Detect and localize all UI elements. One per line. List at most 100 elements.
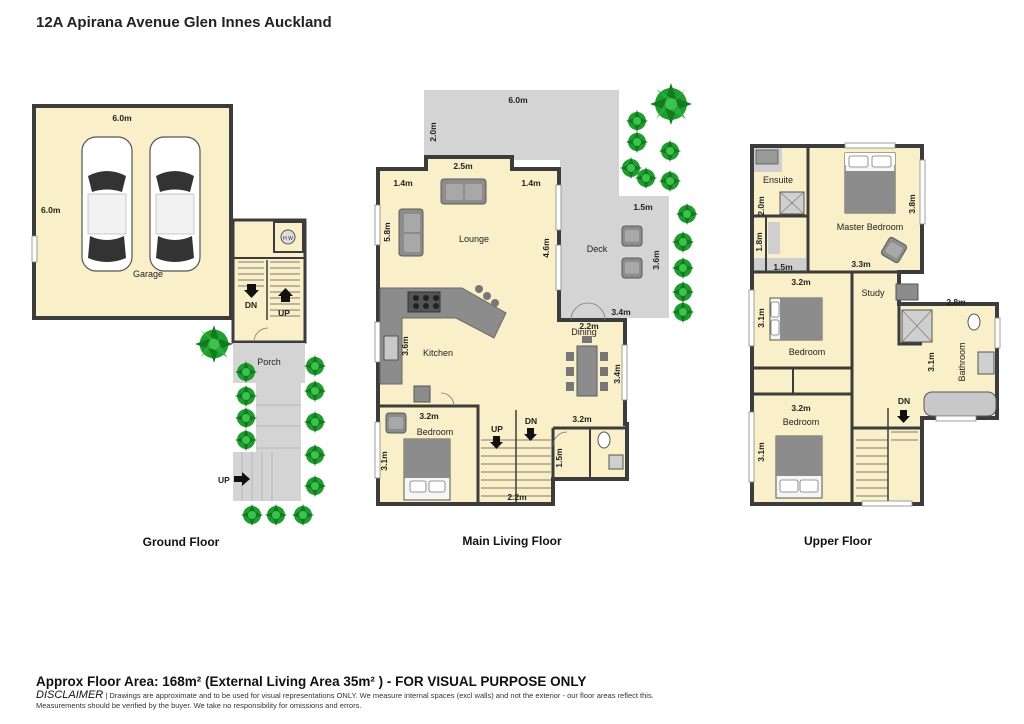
bathtub-icon — [923, 391, 997, 417]
bedroom1-label: Bedroom — [789, 347, 826, 357]
upper-floor-plan: Ensuite Master Bedroom Study Bedroom Bed… — [748, 142, 1001, 548]
main-bedroom-31-label: 3.1m — [379, 451, 389, 471]
disclaimer: DISCLAIMER | Drawings are approximate an… — [36, 690, 716, 711]
toilet-icon — [967, 313, 981, 331]
tree-icon — [195, 325, 233, 363]
stair-22-label: 2.2m — [507, 492, 527, 502]
deck-width-label: 6.0m — [508, 95, 528, 105]
ground-up-tag: UP — [278, 308, 290, 318]
hot-water-label: H W — [283, 236, 293, 242]
master-33-label: 3.3m — [851, 259, 871, 269]
deck-label: Deck — [587, 244, 608, 254]
floor-area-summary: Approx Floor Area: 168m² (External Livin… — [36, 674, 587, 689]
master-38-label: 3.8m — [907, 194, 917, 214]
down-arrow-icon — [897, 410, 910, 423]
main-floor-outline — [376, 155, 629, 506]
bedroom1-32-label: 3.2m — [791, 277, 811, 287]
main-floor-label: Main Living Floor — [462, 534, 562, 548]
tree-icon — [235, 385, 257, 407]
upper-dn-tag: DN — [898, 396, 910, 406]
tree-icon — [672, 281, 694, 303]
bathroom-31-label: 3.1m — [926, 352, 936, 372]
sink-icon — [383, 335, 399, 361]
master-bedroom-label: Master Bedroom — [837, 222, 904, 232]
garage-label: Garage — [133, 269, 163, 279]
vanity-icon — [977, 351, 995, 375]
bed-icon — [403, 438, 451, 501]
cooktop-icon — [407, 291, 441, 313]
right-arrow-icon — [234, 472, 250, 486]
ground-floor-label: Ground Floor — [143, 535, 220, 549]
tree-icon — [672, 231, 694, 253]
study-label: Study — [861, 288, 885, 298]
lounge-14a-label: 1.4m — [393, 178, 413, 188]
ground-floor-plan: 6.0m 6.0m Garage H W DN UP — [31, 104, 326, 549]
bed-icon — [844, 152, 896, 214]
laundry-32-label: 3.2m — [572, 414, 592, 424]
disclaimer-text: | Drawings are approximate and to be use… — [103, 691, 654, 700]
bedroom2-label: Bedroom — [783, 417, 820, 427]
tree-icon — [235, 429, 257, 451]
tree-icon — [241, 504, 263, 526]
down-arrow-icon — [524, 428, 537, 441]
outdoor-chair-icon — [621, 225, 643, 247]
ensuite-18-label: 1.8m — [754, 232, 764, 252]
main-up-tag: UP — [491, 424, 503, 434]
garage-width-label: 6.0m — [112, 113, 132, 123]
deck-34-label: 3.4m — [611, 307, 631, 317]
lounge-25-label: 2.5m — [453, 161, 473, 171]
garage-height-label: 6.0m — [41, 205, 61, 215]
ensuite-20-label: 2.0m — [756, 196, 766, 216]
down-arrow-icon — [244, 284, 259, 298]
lounge-46-label: 4.6m — [541, 238, 551, 258]
tree-icon — [265, 504, 287, 526]
car-icon — [149, 136, 201, 272]
ensuite-15-label: 1.5m — [773, 262, 793, 272]
deck-36-label: 3.6m — [651, 250, 661, 270]
deck-depth-label: 2.0m — [428, 122, 438, 142]
bed-icon — [775, 435, 823, 499]
tree-icon — [304, 475, 326, 497]
lounge-14b-label: 1.4m — [521, 178, 541, 188]
dining-label: Dining — [571, 327, 597, 337]
entry-up-tag: UP — [218, 475, 230, 485]
disclaimer-text-2: Measurements should be verified by the b… — [36, 701, 362, 710]
tree-icon — [304, 411, 326, 433]
tree-icon — [659, 170, 681, 192]
tree-icon — [672, 301, 694, 323]
tree-icon — [304, 355, 326, 377]
armchair-icon — [385, 412, 407, 434]
ensuite-label: Ensuite — [763, 175, 793, 185]
up-arrow-icon — [278, 288, 293, 302]
bathroom-28-label: 2.8m — [946, 297, 966, 307]
porch-label: Porch — [257, 357, 281, 367]
tree-icon — [676, 203, 698, 225]
tree-icon — [650, 83, 692, 125]
tree-icon — [659, 140, 681, 162]
kitchen-36-label: 3.6m — [400, 336, 410, 356]
basin-icon — [608, 454, 624, 470]
wc-15-label: 1.5m — [554, 448, 564, 468]
main-floor-plan: 6.0m 2.0m Deck 1.5m 3.6m 3.4m — [374, 83, 698, 548]
tree-icon — [304, 444, 326, 466]
tree-icon — [626, 110, 648, 132]
main-bedroom-label: Bedroom — [417, 427, 454, 437]
tree-icon — [626, 131, 648, 153]
kitchen-label: Kitchen — [423, 348, 453, 358]
deck-area — [424, 90, 669, 318]
lounge-58-label: 5.8m — [382, 222, 392, 242]
dining-22-label: 2.2m — [579, 321, 599, 331]
tree-icon — [304, 380, 326, 402]
tree-icon — [235, 407, 257, 429]
outdoor-chair-icon — [621, 257, 643, 279]
bathroom-label: Bathroom — [957, 342, 967, 381]
bedroom1-31-label: 3.1m — [756, 308, 766, 328]
bed-icon — [769, 297, 823, 341]
ground-dn-tag: DN — [245, 300, 257, 310]
sofa-icon — [440, 178, 487, 205]
upper-floor-label: Upper Floor — [804, 534, 872, 548]
sofa-icon — [398, 208, 424, 257]
tree-icon — [672, 257, 694, 279]
